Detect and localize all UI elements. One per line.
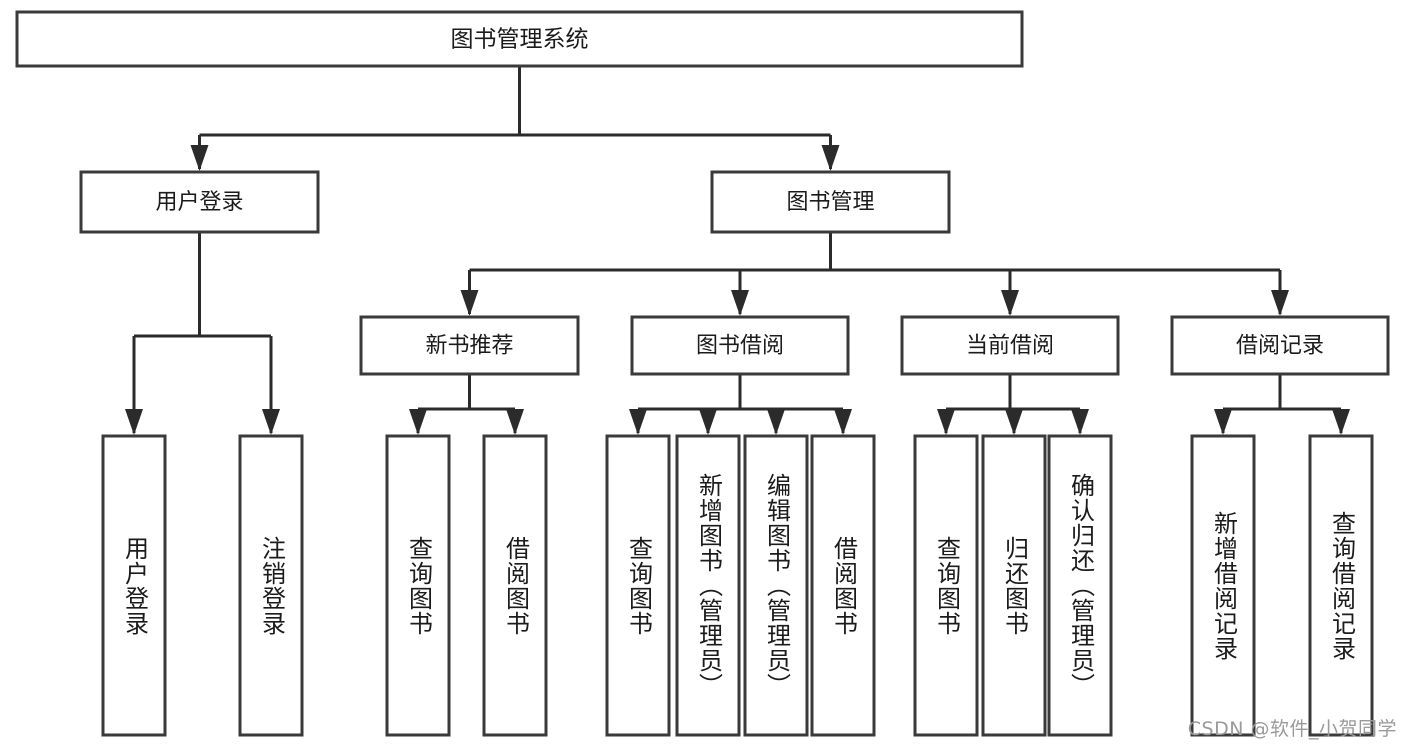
node-box-book-borrow[interactable] — [630, 315, 850, 376]
leaf-box-leaf-query-book-1[interactable] — [385, 434, 451, 737]
node-box-book-management[interactable] — [710, 170, 951, 234]
node-box-user-login[interactable] — [79, 170, 320, 234]
arrow-head-icon-leaf-edit-book — [767, 409, 785, 435]
arrow-head-icon-leaf-add-book — [699, 409, 717, 435]
arrow-head-icon-user-login — [190, 145, 209, 171]
node-box-root[interactable] — [15, 10, 1024, 68]
arrow-head-icon-leaf-query-record — [1332, 409, 1350, 435]
node-label-new-book-recommend: 新书推荐 — [425, 334, 513, 359]
arrow-head-icon-borrow-records — [1271, 290, 1289, 316]
arrow-head-icon-leaf-borrow-book-1 — [506, 409, 524, 435]
leaf-box-leaf-edit-book[interactable] — [743, 434, 809, 737]
leaf-box-leaf-user-logout[interactable] — [238, 434, 304, 737]
leaf-box-leaf-query-record[interactable] — [1308, 434, 1374, 737]
arrow-head-icon-leaf-borrow-book-2 — [834, 409, 852, 435]
node-label-current-borrow: 当前借阅 — [966, 334, 1054, 359]
arrow-head-icon-leaf-confirm-return — [1071, 409, 1089, 435]
node-label-user-login: 用户登录 — [155, 190, 243, 215]
node-label-book-management: 图书管理 — [786, 190, 874, 215]
leaf-box-leaf-borrow-book-2[interactable] — [810, 434, 876, 737]
leaf-box-leaf-borrow-book-1[interactable] — [482, 434, 548, 737]
node-box-borrow-records[interactable] — [1170, 315, 1390, 376]
node-label-borrow-records: 借阅记录 — [1236, 334, 1324, 359]
leaf-box-leaf-confirm-return[interactable] — [1047, 434, 1113, 737]
leaf-box-leaf-return-book[interactable] — [981, 434, 1047, 737]
watermark: CSDN @软件_小贺同学 — [1187, 718, 1397, 740]
leaf-box-leaf-add-book[interactable] — [675, 434, 741, 737]
leaf-box-leaf-add-record[interactable] — [1190, 434, 1256, 737]
box-layer — [15, 10, 1390, 737]
arrow-head-icon-leaf-add-record — [1214, 409, 1232, 435]
node-label-root: 图书管理系统 — [451, 27, 589, 53]
arrow-head-icon-leaf-user-logout — [262, 409, 280, 435]
arrow-head-icon-book-borrow — [731, 290, 749, 316]
node-label-book-borrow: 图书借阅 — [696, 334, 784, 359]
connector-layer — [125, 66, 1350, 435]
arrow-head-icon-leaf-user-login — [125, 409, 143, 435]
arrow-head-icon-leaf-query-book-1 — [409, 409, 427, 435]
leaf-box-leaf-query-book-3[interactable] — [913, 434, 979, 737]
arrow-head-icon-new-book-recommend — [460, 290, 479, 316]
node-box-new-book-recommend[interactable] — [359, 315, 580, 376]
arrow-head-icon-leaf-return-book — [1005, 409, 1023, 435]
arrow-head-icon-book-management — [821, 145, 840, 171]
arrow-head-icon-current-borrow — [1001, 290, 1019, 316]
leaf-box-leaf-user-login[interactable] — [101, 434, 167, 737]
arrow-head-icon-leaf-query-book-3 — [937, 409, 955, 435]
arrow-head-icon-leaf-query-book-2 — [629, 409, 647, 435]
node-box-current-borrow[interactable] — [900, 315, 1120, 376]
leaf-box-leaf-query-book-2[interactable] — [605, 434, 671, 737]
